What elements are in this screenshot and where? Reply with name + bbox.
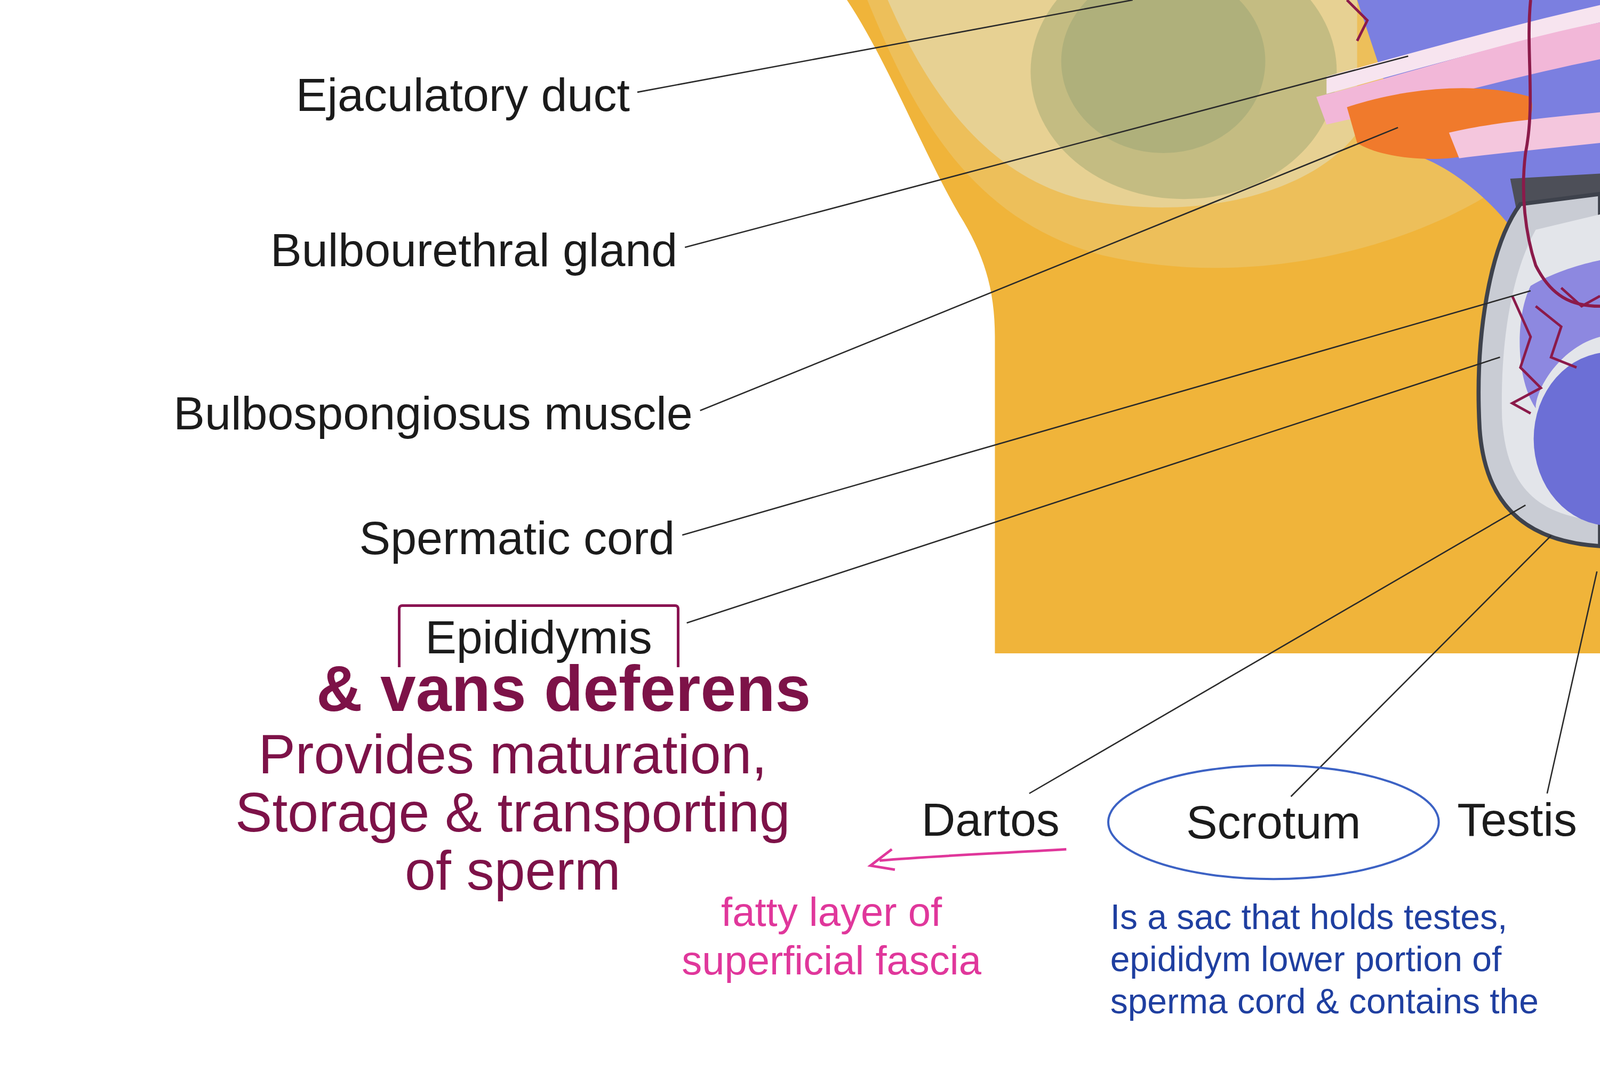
label-holder: Ejaculatory duct bbox=[296, 67, 630, 122]
leader-line bbox=[1029, 505, 1526, 794]
part-label: Epididymis bbox=[425, 610, 652, 664]
label-holder: fatty layer of superficial fascia bbox=[658, 887, 1005, 985]
blue-circle bbox=[1108, 765, 1439, 879]
prostate-shape bbox=[1030, 0, 1337, 199]
leader-line bbox=[686, 357, 1501, 623]
part-label: Scrotum bbox=[1186, 795, 1362, 850]
part-label: Dartos bbox=[921, 792, 1060, 847]
part-label: Spermatic cord bbox=[358, 510, 675, 565]
label-holder: Bulbospongiosus muscle bbox=[173, 386, 693, 440]
note-arrowhead bbox=[870, 849, 895, 870]
part-label: Ejaculatory duct bbox=[296, 67, 630, 122]
part-label: Testis bbox=[1457, 792, 1578, 847]
prostate-inner bbox=[1061, 0, 1266, 154]
leader-line bbox=[684, 56, 1408, 247]
label-holder: Testis bbox=[1457, 792, 1578, 847]
circled-label: Scrotum bbox=[1106, 763, 1442, 882]
leader-line bbox=[1291, 535, 1552, 797]
bracketed-label: Epididymis bbox=[397, 604, 679, 668]
label-holder: Dartos bbox=[921, 792, 1060, 847]
leader-line bbox=[682, 290, 1531, 535]
part-label: Bulbospongiosus muscle bbox=[173, 386, 693, 440]
label-holder: Spermatic cord bbox=[358, 510, 675, 565]
label-holder: Provides maturation, Storage & transport… bbox=[219, 725, 806, 901]
handwritten-note: fatty layer of superficial fascia bbox=[658, 887, 1005, 985]
leader-line bbox=[700, 127, 1398, 411]
note-arrow bbox=[879, 849, 1067, 861]
label-holder: Is a sac that holds testes, epididym low… bbox=[1110, 896, 1591, 1023]
vessel bbox=[1523, 0, 1600, 307]
label-holder: Bulbourethral gland bbox=[270, 222, 678, 277]
leader-line bbox=[1547, 571, 1597, 794]
handwritten-note: Provides maturation, Storage & transport… bbox=[219, 725, 806, 901]
leader-line bbox=[637, 0, 1133, 93]
part-label: Bulbourethral gland bbox=[270, 222, 678, 277]
handwritten-note: Is a sac that holds testes, epididym low… bbox=[1110, 896, 1591, 1023]
